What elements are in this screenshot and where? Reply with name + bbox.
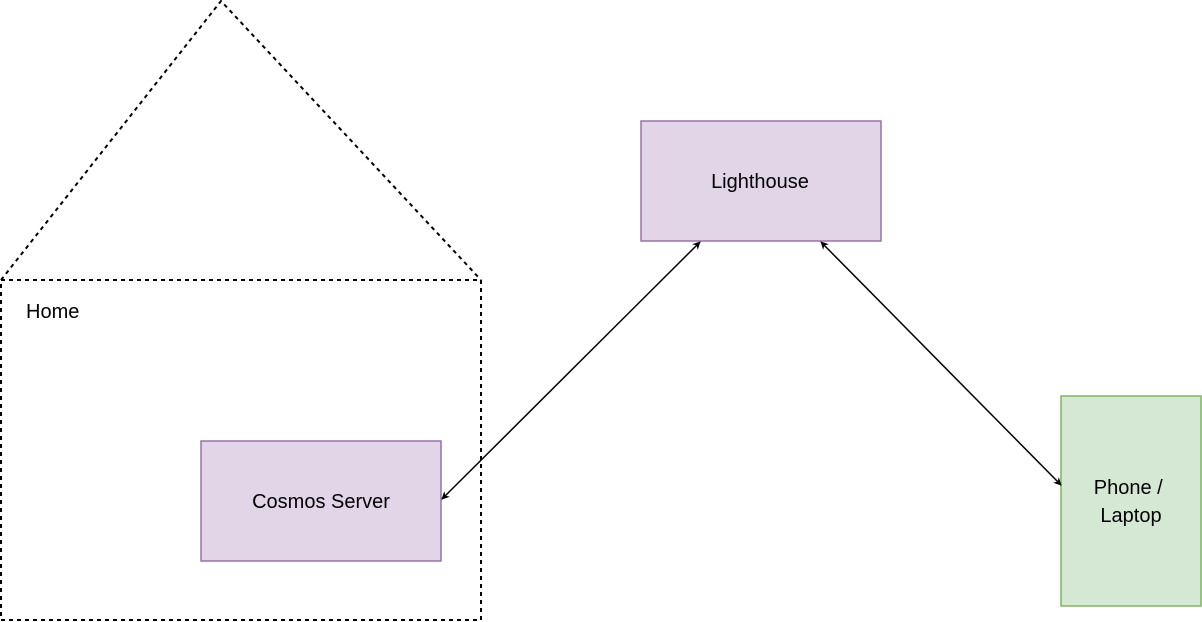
lighthouse-box	[640, 120, 882, 242]
phone-laptop-box	[1060, 395, 1202, 607]
cosmos-server-box	[200, 440, 442, 562]
phone-laptop-label: Phone / Laptop	[1094, 477, 1169, 527]
cosmos-server-node[interactable]: Cosmos Server	[200, 440, 442, 562]
phone-laptop-label-line-1: Phone /	[1094, 477, 1163, 499]
phone-laptop-label-line-2: Laptop	[1100, 505, 1161, 527]
lighthouse-node[interactable]: Lighthouse	[640, 120, 882, 242]
phone-laptop-node[interactable]: Phone / Laptop	[1060, 395, 1202, 607]
home-label: Home	[26, 301, 79, 323]
edge-cosmos-server-lighthouse	[441, 241, 701, 500]
lighthouse-label: Lighthouse	[711, 171, 809, 193]
cosmos-server-label: Cosmos Server	[252, 491, 390, 513]
home-roof	[0, 0, 482, 281]
edge-lighthouse-phone-laptop	[820, 241, 1062, 486]
